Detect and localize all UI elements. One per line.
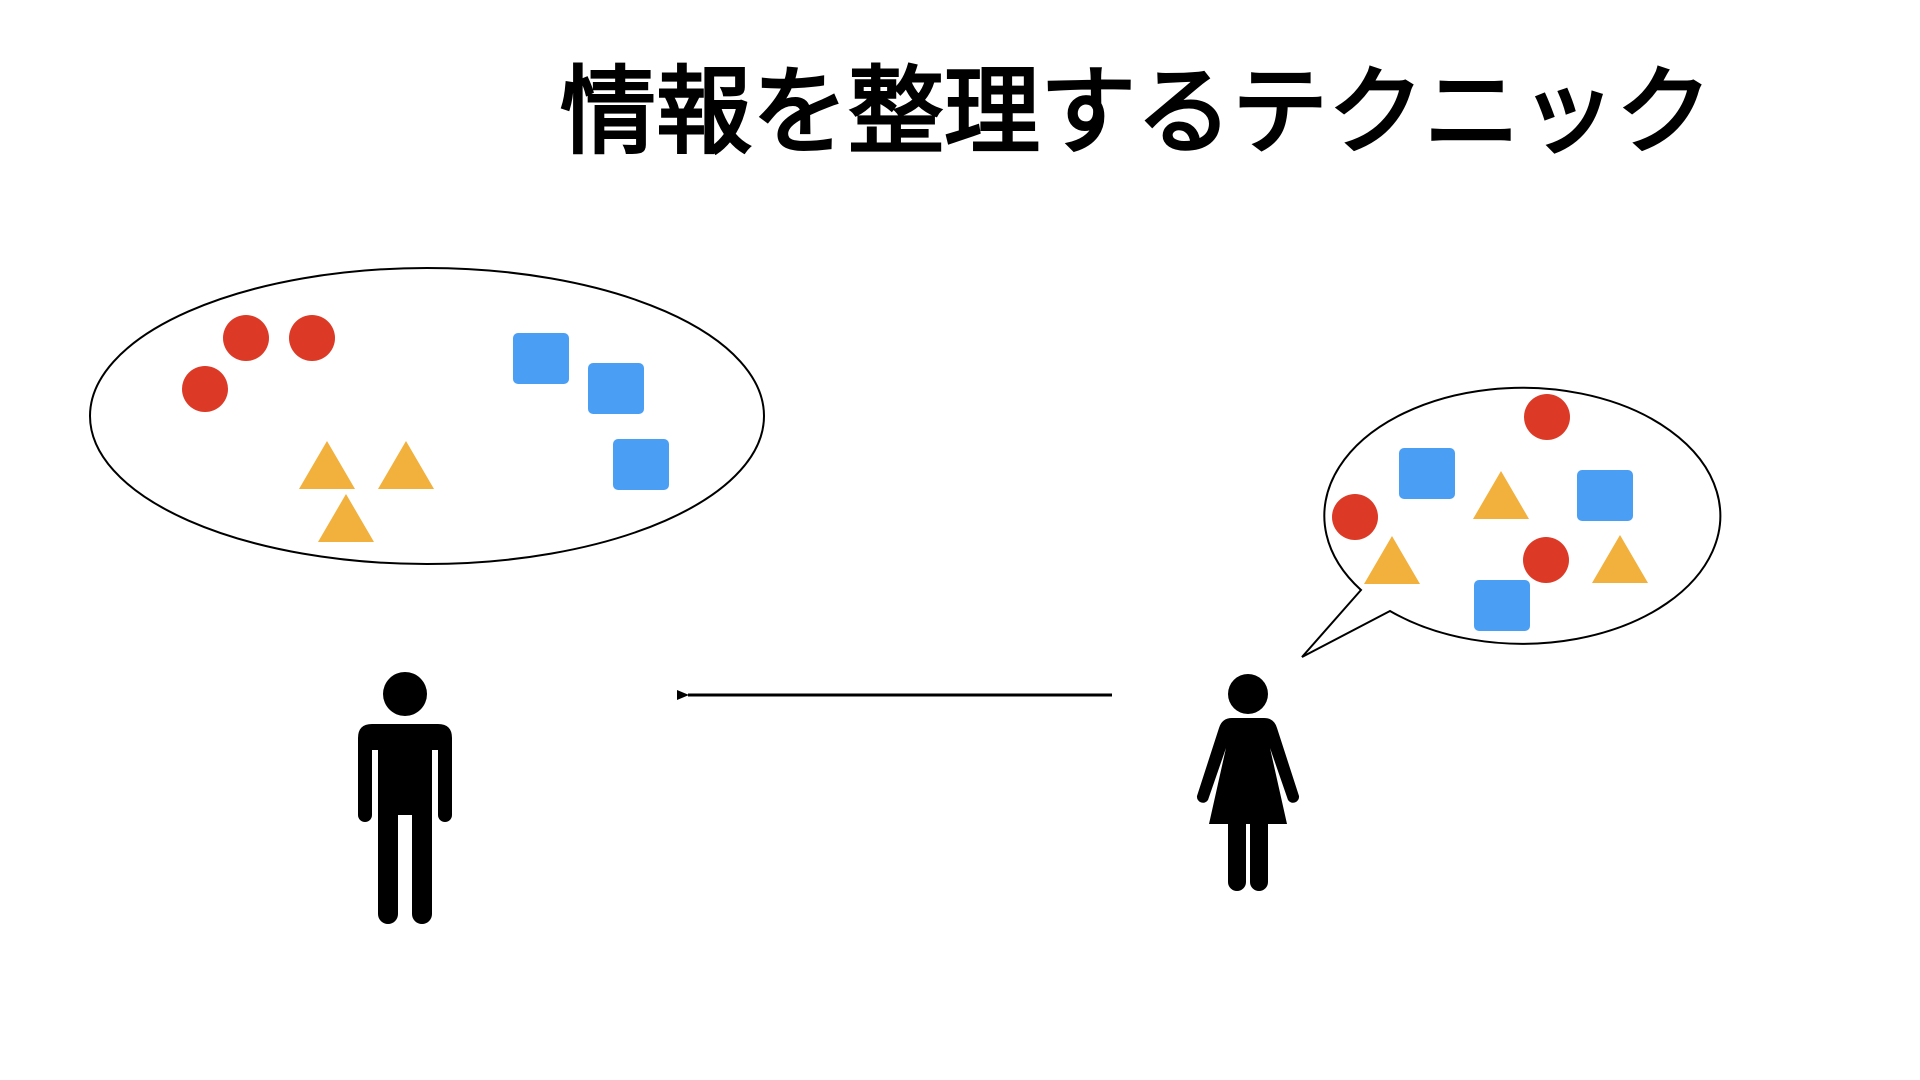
organized-triangles [299, 441, 434, 542]
red-circle [289, 315, 335, 361]
yellow-triangle [318, 494, 374, 542]
blue-square [1577, 470, 1633, 521]
yellow-triangle [378, 441, 434, 489]
yellow-triangle [1364, 536, 1420, 584]
red-circle [223, 315, 269, 361]
woman-icon [1196, 674, 1300, 891]
yellow-triangle [299, 441, 355, 489]
red-circle [182, 366, 228, 412]
organized-squares [513, 333, 669, 490]
blue-square [1474, 580, 1530, 631]
page-title: 情報を整理するテクニック [560, 56, 1712, 168]
organized-thought-ellipse [89, 267, 765, 565]
yellow-triangle [1473, 471, 1529, 519]
blue-square [588, 363, 644, 414]
red-circle [1332, 494, 1378, 540]
organized-circles [182, 315, 335, 412]
red-circle [1523, 537, 1569, 583]
yellow-triangle [1592, 535, 1648, 583]
mixed-triangles [1364, 471, 1648, 584]
mixed-circles [1332, 394, 1570, 583]
blue-square [1399, 448, 1455, 499]
mixed-squares [1399, 448, 1633, 631]
red-circle [1524, 394, 1570, 440]
blue-square [613, 439, 669, 490]
blue-square [513, 333, 569, 384]
man-icon [358, 672, 452, 924]
